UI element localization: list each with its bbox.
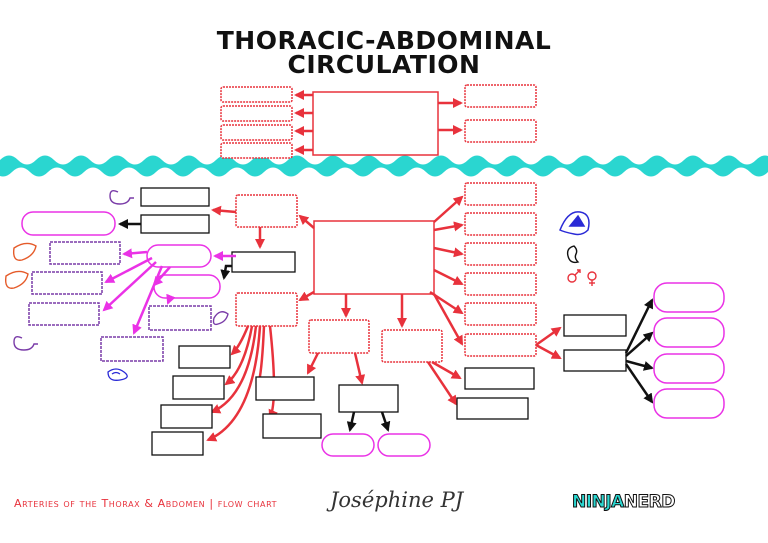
- thoracic-aorta-box[interactable]: [312, 91, 439, 156]
- aorta-branch-box-4[interactable]: [464, 272, 537, 296]
- pancreas-icon: [212, 311, 229, 326]
- celiac-trunk-box[interactable]: [235, 194, 298, 228]
- black-box-f[interactable]: [160, 404, 213, 429]
- magenta-box-8[interactable]: [653, 353, 725, 384]
- abdominal-aorta-box[interactable]: [313, 220, 435, 295]
- thoracic-left-box-4[interactable]: [220, 142, 293, 159]
- logo-part-nerd: NERD: [623, 492, 676, 513]
- magenta-box-5[interactable]: [377, 433, 431, 457]
- purple-box-5[interactable]: [100, 336, 164, 362]
- intestine-icon: [107, 368, 128, 381]
- page-title-line-2: CIRCULATION: [287, 50, 481, 79]
- abdominal-section: [21, 182, 725, 457]
- sma-box[interactable]: [235, 292, 298, 327]
- female-symbol-icon: [587, 271, 597, 286]
- thoracic-right-box-1[interactable]: [464, 84, 537, 108]
- thoracic-section: [220, 84, 537, 159]
- kidney-icon: [566, 245, 580, 264]
- black-box-g[interactable]: [151, 431, 204, 456]
- black-box-j[interactable]: [338, 384, 399, 413]
- thoracic-left-box-1[interactable]: [220, 86, 293, 103]
- black-box-h[interactable]: [255, 376, 315, 401]
- black-box-a[interactable]: [140, 187, 210, 207]
- purple-box-4[interactable]: [148, 305, 212, 331]
- stomach-icon: [13, 189, 134, 351]
- magenta-box-2[interactable]: [146, 244, 212, 268]
- purple-box-2[interactable]: [31, 271, 103, 295]
- purple-box-1[interactable]: [49, 241, 121, 265]
- black-box-c[interactable]: [231, 251, 296, 273]
- aorta-branch-box-2[interactable]: [464, 212, 537, 236]
- ima-box[interactable]: [308, 319, 370, 354]
- liver-icon: [4, 242, 37, 289]
- diaphragm-icon: [559, 211, 590, 236]
- black-box-k[interactable]: [464, 367, 535, 390]
- black-box-i[interactable]: [262, 413, 322, 439]
- footer-caption: Arteries of the Thorax & Abdomen | flow …: [14, 497, 278, 510]
- thoracic-right-box-2[interactable]: [464, 119, 537, 143]
- aorta-branch-box-6[interactable]: [464, 333, 537, 357]
- logo-part-ninja: NINJA: [572, 492, 625, 513]
- magenta-box-9[interactable]: [653, 388, 725, 419]
- magenta-box-4[interactable]: [321, 433, 375, 457]
- thoracic-left-box-2[interactable]: [220, 105, 293, 122]
- common-iliac-box[interactable]: [381, 329, 443, 363]
- magenta-box-7[interactable]: [653, 317, 725, 348]
- magenta-box-1[interactable]: [21, 211, 116, 236]
- black-box-e[interactable]: [172, 375, 225, 400]
- magenta-box-6[interactable]: [653, 282, 725, 313]
- black-box-n[interactable]: [563, 349, 627, 372]
- black-box-b[interactable]: [140, 214, 210, 234]
- diaphragm-wave: [0, 155, 768, 177]
- black-box-d[interactable]: [178, 345, 231, 369]
- black-box-m[interactable]: [563, 314, 627, 337]
- male-symbol-icon: [567, 269, 581, 283]
- author-signature: Joséphine PJ: [330, 488, 464, 512]
- aorta-branch-box-3[interactable]: [464, 242, 537, 266]
- page-title-line-1: THORACIC-ABDOMINAL: [216, 26, 552, 55]
- aorta-branch-box-5[interactable]: [464, 302, 537, 326]
- magenta-box-3[interactable]: [153, 274, 221, 299]
- thoracic-left-box-3[interactable]: [220, 124, 293, 141]
- purple-box-3[interactable]: [28, 302, 100, 326]
- black-box-l[interactable]: [456, 397, 529, 420]
- aorta-branch-box-1[interactable]: [464, 182, 537, 206]
- ninja-nerd-logo: NINJANERD: [572, 492, 676, 513]
